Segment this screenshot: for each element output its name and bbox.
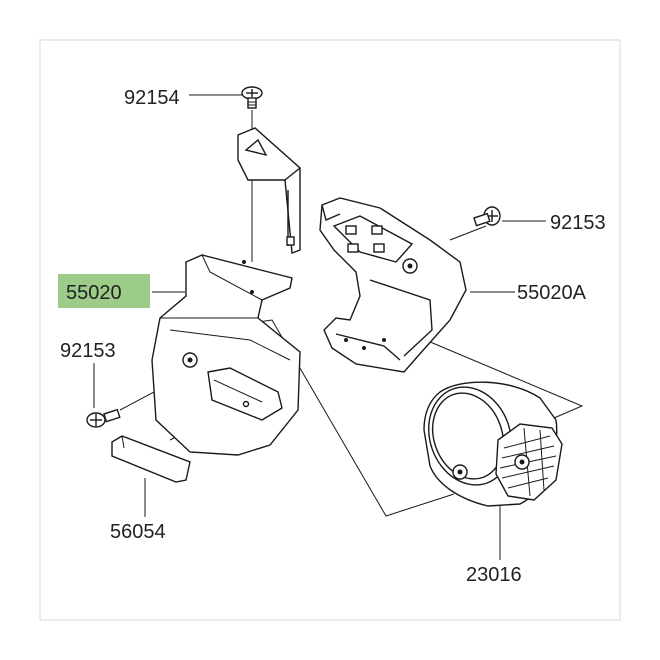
part-label-56054[interactable]: 56054 xyxy=(110,521,166,543)
part-label-55020[interactable]: 55020 xyxy=(66,282,122,304)
headlight-cover-55020[interactable] xyxy=(151,254,301,456)
headlight-bracket-55020a[interactable] xyxy=(319,197,467,373)
part-label-55020a[interactable]: 55020A xyxy=(517,282,587,304)
part-label-92154[interactable]: 92154 xyxy=(124,87,180,109)
screw-92154[interactable] xyxy=(241,86,263,109)
highlight-box-55020 xyxy=(58,274,150,308)
part-label-23016[interactable]: 23016 xyxy=(466,564,522,586)
headlight-unit-23016[interactable] xyxy=(415,375,563,507)
part-label-92153-right[interactable]: 92153 xyxy=(550,212,606,234)
reflector-strip-56054[interactable] xyxy=(111,435,191,483)
screw-92153-right[interactable] xyxy=(473,206,501,227)
part-label-92153-left[interactable]: 92153 xyxy=(60,340,116,362)
bracket-upper[interactable] xyxy=(237,127,301,254)
screw-92153-left[interactable] xyxy=(86,408,121,428)
diagram-border xyxy=(39,39,621,621)
